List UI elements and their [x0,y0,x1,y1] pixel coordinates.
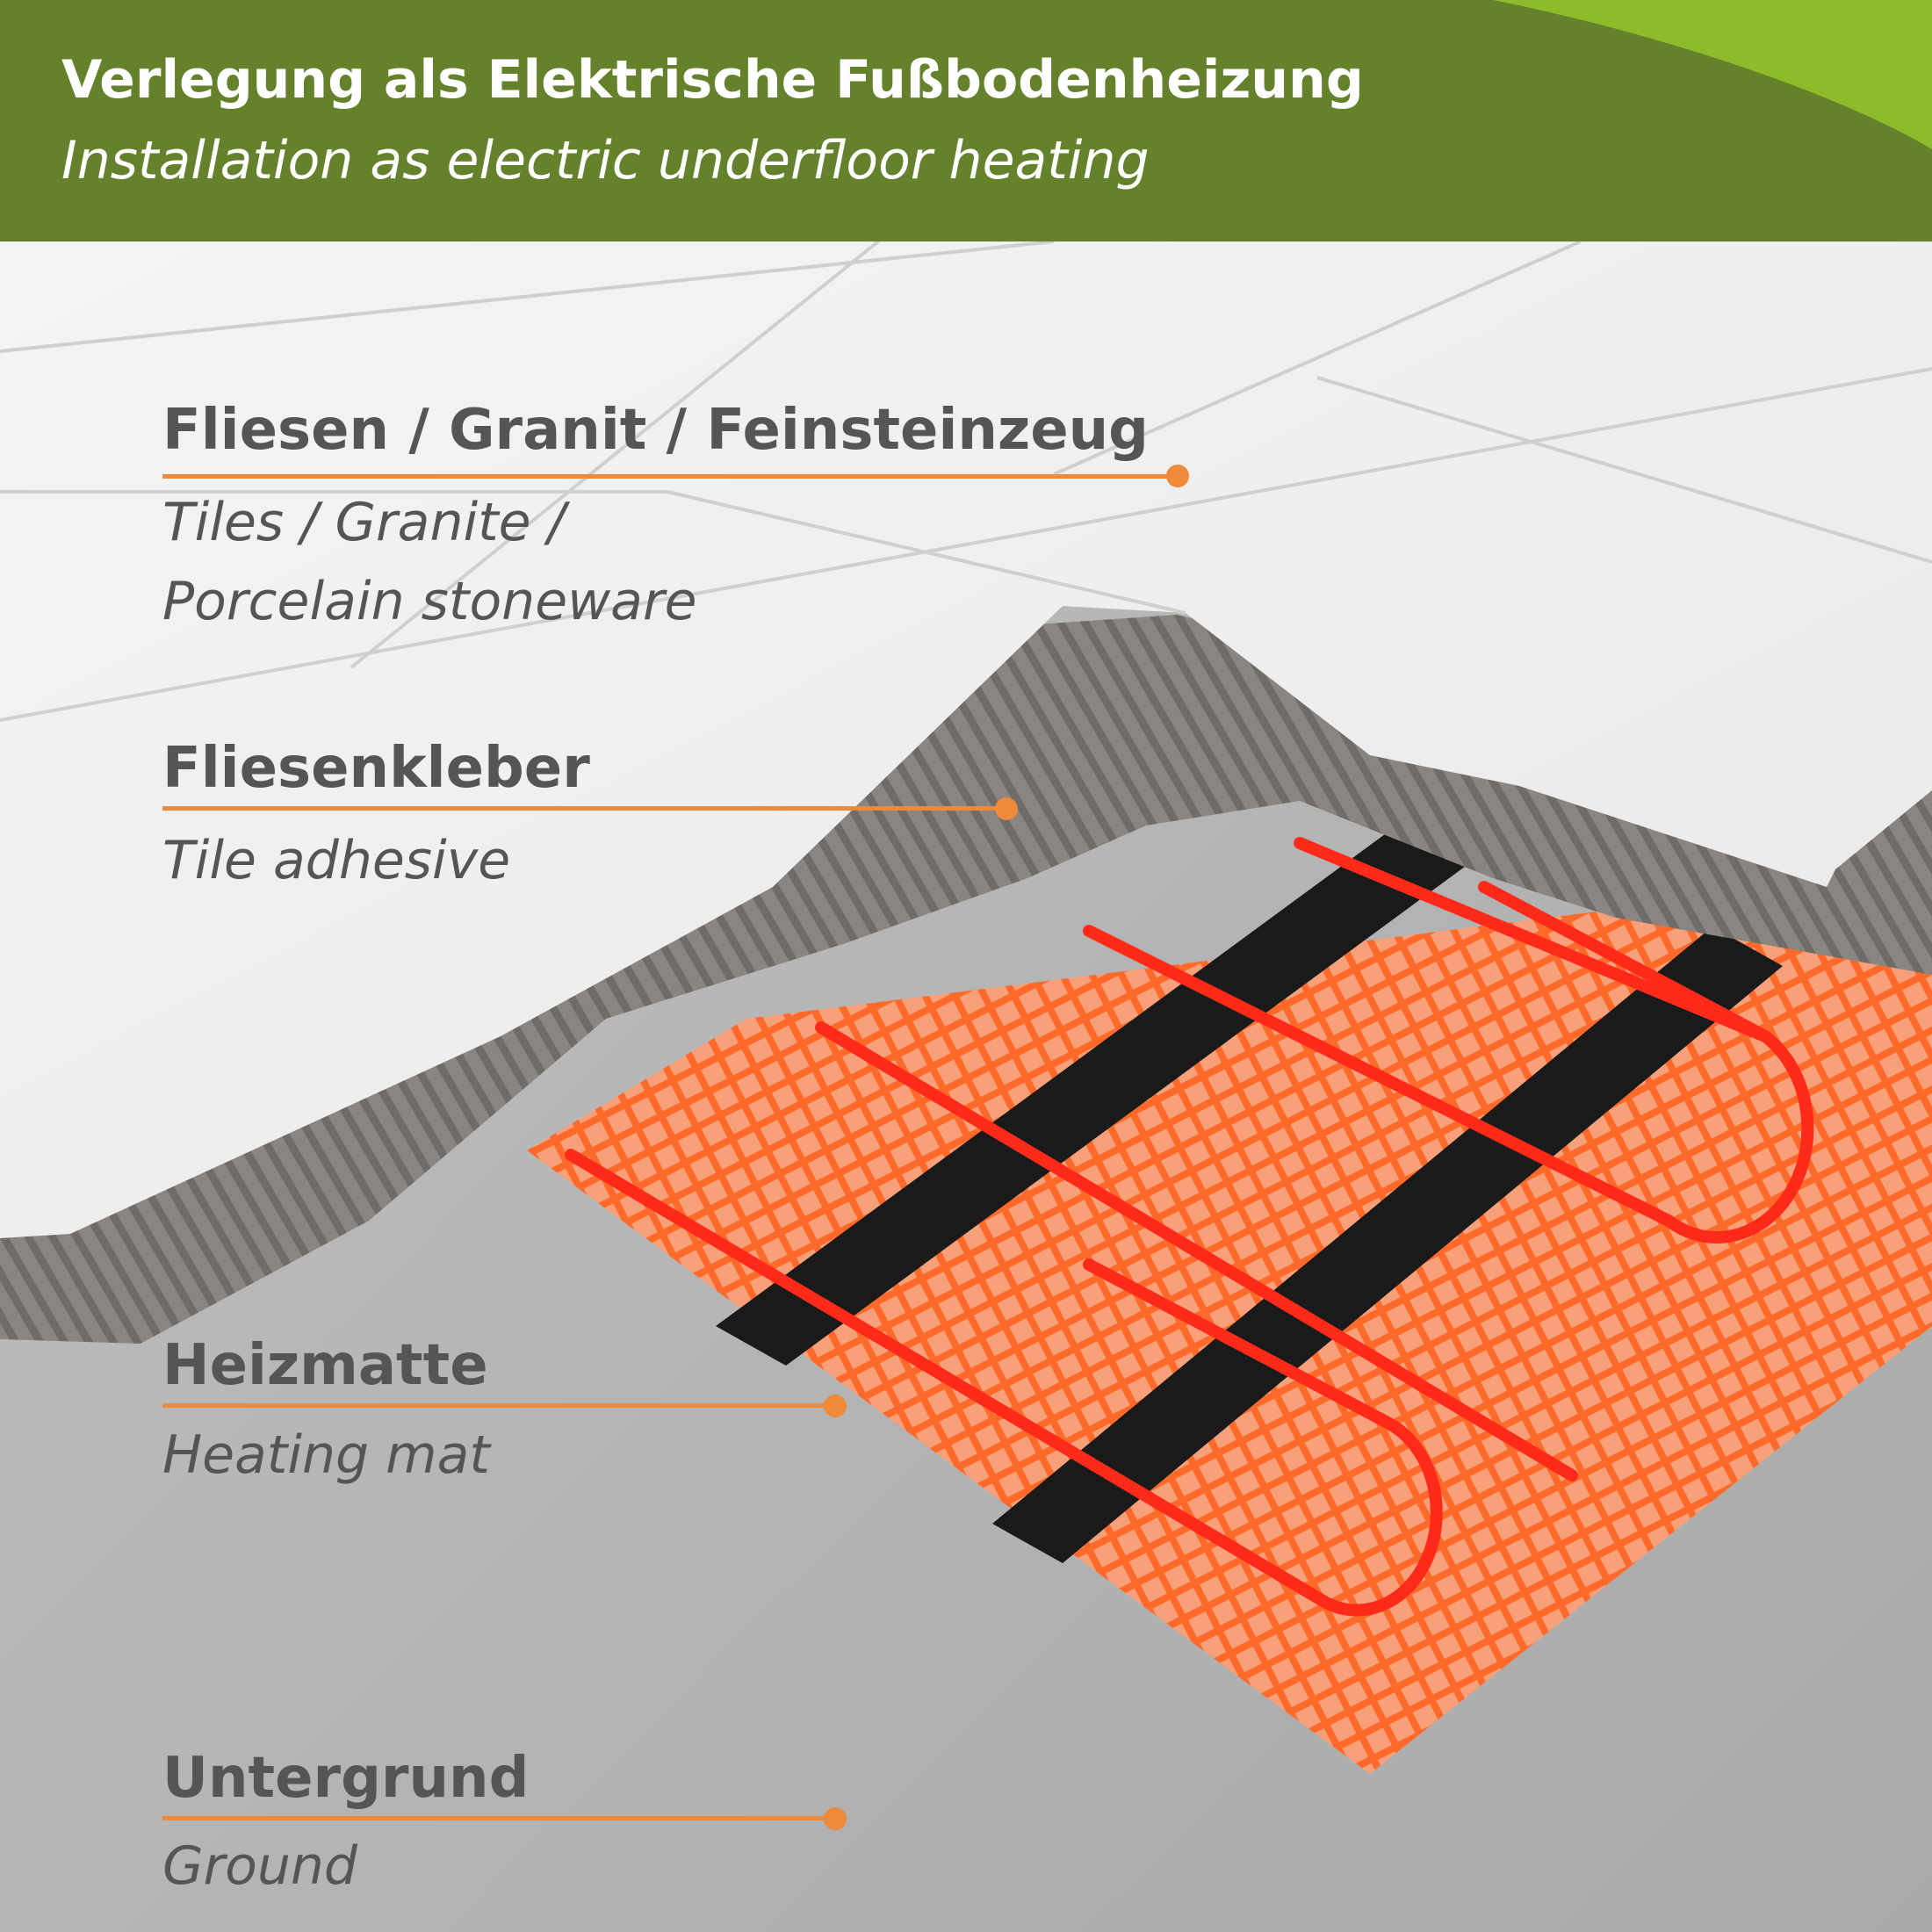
header-background [0,0,1932,242]
leader-line-adhesive [162,806,1006,811]
heating-cable-2 [815,1021,1578,1481]
label-adhesive-en: Tile adhesive [162,821,510,900]
label-tiles-en-line1: Tiles / Granite / [162,492,566,553]
label-tiles-en: Tiles / Granite / Porcelain stoneware [162,483,697,641]
label-heating-mat: Heizmatte [162,1330,488,1401]
label-tiles-en-line2: Porcelain stoneware [162,571,697,632]
leader-dot-heating-mat [824,1395,847,1417]
heating-mat-tapes [716,790,1783,1563]
leader-dot-adhesive [995,797,1018,820]
label-ground-en: Ground [162,1827,357,1906]
page-title: Verlegung als Elektrische Fußbodenheizun… [61,49,1364,111]
label-heating-mat-en: Heating mat [162,1416,490,1495]
label-ground-de: Untergrund [162,1746,530,1811]
label-tiles: Fliesen / Granit / Feinsteinzeug [162,395,1149,465]
label-adhesive-en-line1: Tile adhesive [162,830,511,891]
header: Verlegung als Elektrische Fußbodenheizun… [0,0,1932,242]
label-heating-mat-en-line1: Heating mat [162,1424,490,1486]
heating-cable-4 [1294,837,1771,1042]
label-heating-mat-de: Heizmatte [162,1333,488,1398]
page-subtitle: Installation as electric underfloor heat… [61,130,1150,191]
leader-dot-ground [824,1807,847,1830]
leader-dot-tiles [1166,465,1189,487]
label-ground-en-line1: Ground [162,1835,358,1897]
label-adhesive: Fliesenkleber [162,733,590,804]
label-tiles-de: Fliesen / Granit / Feinsteinzeug [162,398,1149,463]
heating-cable-1 [565,1149,1443,1617]
label-ground: Untergrund [162,1743,529,1813]
leader-line-heating-mat [162,1403,834,1408]
header-banner [0,0,1932,242]
header-accent-swoosh [1493,0,1932,149]
label-adhesive-de: Fliesenkleber [162,736,590,801]
heating-cable-3 [1083,881,1814,1244]
leader-line-tiles [162,474,1177,479]
leader-line-ground [162,1816,834,1820]
heating-cables [565,837,1814,1617]
tile-joints [0,240,1932,722]
tape-strip-2 [992,926,1783,1563]
tile-adhesive-layer [0,615,1932,1344]
tape-strip-1 [716,790,1515,1366]
